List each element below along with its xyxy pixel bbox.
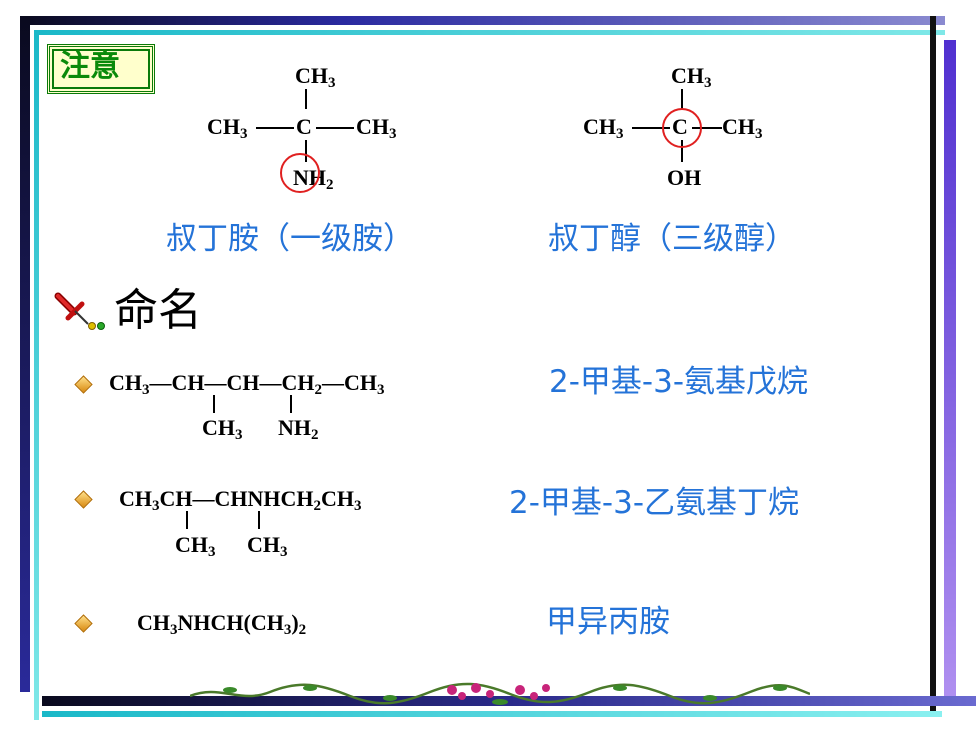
s1-left-bond [256, 127, 294, 129]
example1-main-chain: CH3—CH—CH—CH2—CH3 [109, 370, 385, 398]
example2-name: 2-甲基-3-乙氨基丁烷 [509, 485, 800, 521]
pushpin-icon [54, 292, 105, 330]
s1-bottom-bond [305, 140, 307, 162]
frame-right-dark [930, 16, 936, 716]
frame-top-bar [20, 16, 945, 25]
example3-bullet-icon [74, 614, 93, 633]
s2-left-bond [632, 127, 670, 129]
s2-right-bond [692, 127, 722, 129]
s1-center-atom: C [296, 114, 312, 139]
notice-label: 注意 [47, 44, 155, 94]
example2-branch1: CH3 [175, 532, 216, 560]
frame-right-purple [944, 40, 956, 700]
example2-branch1-bond [186, 511, 188, 529]
s2-top-bond [681, 89, 683, 109]
s2-left-group: CH3 [583, 114, 624, 142]
example3-name: 甲异丙胺 [546, 604, 670, 640]
example2-branch2-bond [258, 511, 260, 529]
frame-bottom-bar [42, 696, 976, 706]
example2-bullet-icon [74, 490, 93, 509]
notice-label-text: 注意 [60, 49, 120, 84]
example1-branch2-bond [290, 395, 292, 413]
example3-formula: CH3NHCH(CH3)2 [137, 610, 307, 638]
s2-bottom-bond [681, 140, 683, 162]
s1-name: 叔丁胺（一级胺） [166, 221, 414, 257]
s2-name: 叔丁醇（三级醇） [548, 221, 796, 257]
floral-vine-decoration [190, 682, 810, 705]
example1-branch2: NH2 [278, 415, 319, 443]
frame-left-bar [20, 16, 30, 692]
s2-top-group: CH3 [671, 63, 712, 91]
section-title: 命名 [114, 285, 202, 336]
frame-top-cyan [34, 30, 945, 35]
frame-left-cyan [34, 30, 39, 720]
example2-main-chain: CH3CH—CHNHCH2CH3 [119, 486, 362, 514]
s1-right-bond [316, 127, 354, 129]
example2-branch2: CH3 [247, 532, 288, 560]
example1-branch1: CH3 [202, 415, 243, 443]
s1-top-bond [305, 89, 307, 109]
s2-right-group: CH3 [722, 114, 763, 142]
s2-bottom-group: OH [667, 165, 702, 190]
s1-left-group: CH3 [207, 114, 248, 142]
example1-name: 2-甲基-3-氨基戊烷 [549, 364, 809, 400]
s1-top-group: CH3 [295, 63, 336, 91]
example1-branch1-bond [213, 395, 215, 413]
s1-right-group: CH3 [356, 114, 397, 142]
frame-bottom-cyan [42, 711, 942, 717]
s1-highlight-circle [280, 153, 320, 193]
example1-bullet-icon [74, 375, 93, 394]
s2-highlight-circle [662, 108, 702, 148]
